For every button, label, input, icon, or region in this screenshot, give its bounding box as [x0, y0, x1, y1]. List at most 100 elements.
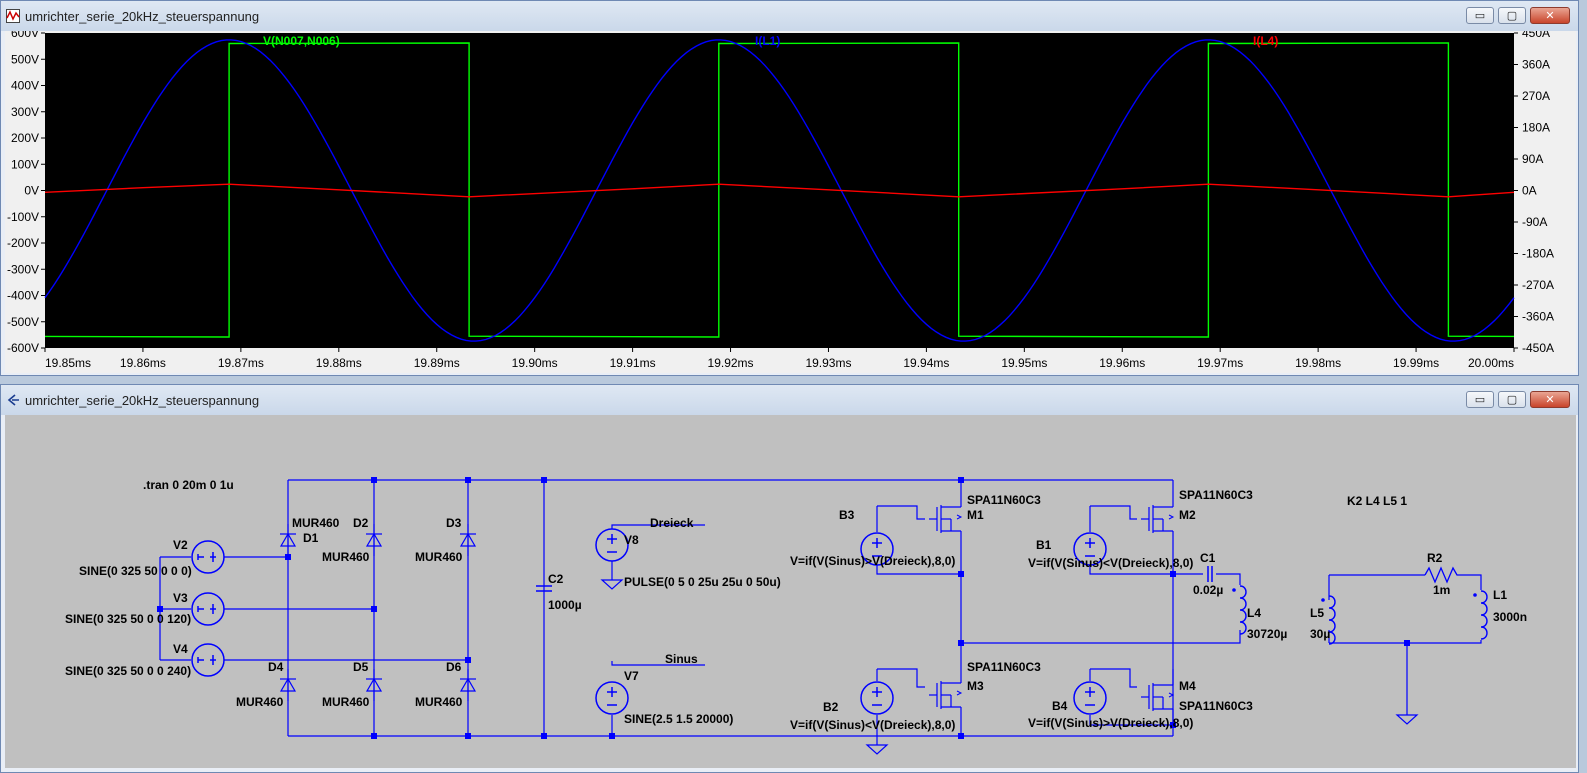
B3-label: B3 [839, 508, 855, 522]
schematic-canvas[interactable]: .tran 0 20m 0 1u K2 L4 L5 1 V2 SINE(0 32… [5, 415, 1576, 768]
bsource-B4[interactable] [1073, 681, 1107, 715]
C1-value: 0.02µ [1193, 583, 1223, 597]
V8-value: PULSE(0 5 0 25u 25u 0 50u) [624, 575, 781, 589]
series-line-v-n007-n006[interactable] [44, 42, 1515, 338]
schematic-app-icon [7, 394, 19, 406]
M4-model: SPA11N60C3 [1179, 699, 1253, 713]
x-tick-label: 19.99ms [1393, 356, 1439, 370]
schematic-titlebar[interactable]: umrichter_serie_20kHz_steuerspannung ▭ ▢… [1, 385, 1578, 415]
M2-model: SPA11N60C3 [1179, 488, 1253, 502]
y-tick-label: 300V [11, 105, 39, 119]
voltage-source-V4[interactable] [191, 643, 225, 677]
M3-model: SPA11N60C3 [967, 660, 1041, 674]
y2-tick-label: 90A [1522, 152, 1543, 166]
V3-value: SINE(0 325 50 0 0 120) [65, 612, 191, 626]
D4-label: D4 [268, 660, 284, 674]
restore-button[interactable]: ▢ [1498, 7, 1526, 24]
V8-label: V8 [624, 533, 639, 547]
capacitor-C1[interactable] [1207, 566, 1213, 582]
M3-label: M3 [967, 679, 984, 693]
L1-label: L1 [1493, 588, 1507, 602]
legend-trace-label[interactable]: I(L1) [755, 34, 780, 48]
B1-value: V=if(V(Sinus)<V(Dreieck),8,0) [1028, 556, 1193, 570]
D6-label: D6 [446, 660, 462, 674]
y2-tick-label: -180A [1522, 247, 1554, 261]
resistor-R2[interactable] [1424, 566, 1461, 584]
y-tick-label: -600V [7, 341, 39, 355]
bsource-B2[interactable] [860, 681, 894, 715]
y-tick-label: 500V [11, 52, 39, 66]
y-tick-label: 600V [11, 31, 39, 40]
D6-model: MUR460 [415, 695, 463, 709]
mosfet-M2[interactable] [1140, 490, 1174, 548]
coupling-directive[interactable]: K2 L4 L5 1 [1347, 494, 1407, 508]
y2-tick-label: 0A [1522, 184, 1537, 198]
schematic-window[interactable]: umrichter_serie_20kHz_steuerspannung ▭ ▢… [0, 384, 1579, 773]
D3-label: D3 [446, 516, 462, 530]
capacitor-C2[interactable] [536, 585, 552, 592]
diode-D3[interactable] [459, 523, 477, 557]
M1-label: M1 [967, 508, 984, 522]
D4-model: MUR460 [236, 695, 284, 709]
tran-directive[interactable]: .tran 0 20m 0 1u [143, 478, 234, 492]
y-tick-label: -100V [7, 210, 39, 224]
plot-area[interactable] [45, 33, 1514, 348]
V2-label: V2 [173, 538, 188, 552]
minimize-button[interactable]: ▭ [1466, 391, 1494, 408]
R2-value: 1m [1433, 583, 1450, 597]
net-label-dreieck: Dreieck [650, 516, 694, 530]
x-tick-label: 19.98ms [1295, 356, 1341, 370]
y2-tick-label: -90A [1522, 215, 1547, 229]
B2-label: B2 [823, 700, 839, 714]
voltage-source-V2[interactable] [191, 540, 225, 574]
L5-label: L5 [1310, 606, 1324, 620]
B4-value: V=if(V(Sinus)>V(Dreieck),8,0) [1028, 716, 1193, 730]
legend-trace-label[interactable]: I(L4) [1253, 34, 1278, 48]
waveform-titlebar[interactable]: umrichter_serie_20kHz_steuerspannung ▭ ▢… [1, 1, 1578, 31]
x-tick-label: 19.86ms [120, 356, 166, 370]
inductor-L1[interactable] [1472, 590, 1488, 640]
V4-label: V4 [173, 642, 188, 656]
y-tick-label: 0V [24, 184, 39, 198]
x-tick-label: 19.87ms [218, 356, 264, 370]
x-tick-label: 19.92ms [708, 356, 754, 370]
diode-D6[interactable] [459, 668, 477, 702]
R2-label: R2 [1427, 551, 1443, 565]
minimize-button[interactable]: ▭ [1466, 7, 1494, 24]
B3-value: V=if(V(Sinus)>V(Dreieck),8,0) [790, 554, 955, 568]
V7-label: V7 [624, 669, 639, 683]
y-tick-label: 200V [11, 131, 39, 145]
schematic-drawing[interactable]: .tran 0 20m 0 1u K2 L4 L5 1 V2 SINE(0 32… [5, 415, 1576, 768]
D1-label: D1 [303, 531, 319, 545]
y2-tick-label: 450A [1522, 31, 1550, 40]
restore-button[interactable]: ▢ [1498, 391, 1526, 408]
net-label-sinus: Sinus [665, 652, 698, 666]
L4-label: L4 [1247, 606, 1261, 620]
waveform-window[interactable]: umrichter_serie_20kHz_steuerspannung ▭ ▢… [0, 0, 1579, 376]
voltage-source-V7[interactable] [595, 681, 629, 715]
ground-icon [601, 579, 623, 590]
ground-icon [866, 744, 888, 755]
B1-label: B1 [1036, 538, 1052, 552]
close-button[interactable]: ✕ [1530, 7, 1570, 24]
y-tick-label: -400V [7, 289, 39, 303]
waveform-plot[interactable]: 600V500V400V300V200V100V0V-100V-200V-300… [5, 31, 1576, 373]
x-tick-label: 20.00ms [1468, 356, 1514, 370]
y2-tick-label: -270A [1522, 278, 1554, 292]
M4-label: M4 [1179, 679, 1196, 693]
legend-trace-label[interactable]: V(N007,N006) [263, 34, 340, 48]
inductor-L4[interactable] [1231, 585, 1247, 635]
C2-label: C2 [548, 572, 564, 586]
mosfet-M1[interactable] [928, 490, 962, 548]
voltage-source-V3[interactable] [191, 592, 225, 626]
schematic-window-title: umrichter_serie_20kHz_steuerspannung [25, 393, 260, 408]
y2-tick-label: 360A [1522, 58, 1550, 72]
y-tick-label: 100V [11, 157, 39, 171]
series-line-i-l1[interactable] [44, 39, 1515, 342]
mosfet-M3[interactable] [928, 666, 962, 724]
D1-model: MUR460 [292, 516, 340, 530]
close-button[interactable]: ✕ [1530, 391, 1570, 408]
x-tick-label: 19.85ms [45, 356, 91, 370]
series-line-i-l4[interactable] [44, 183, 1515, 198]
